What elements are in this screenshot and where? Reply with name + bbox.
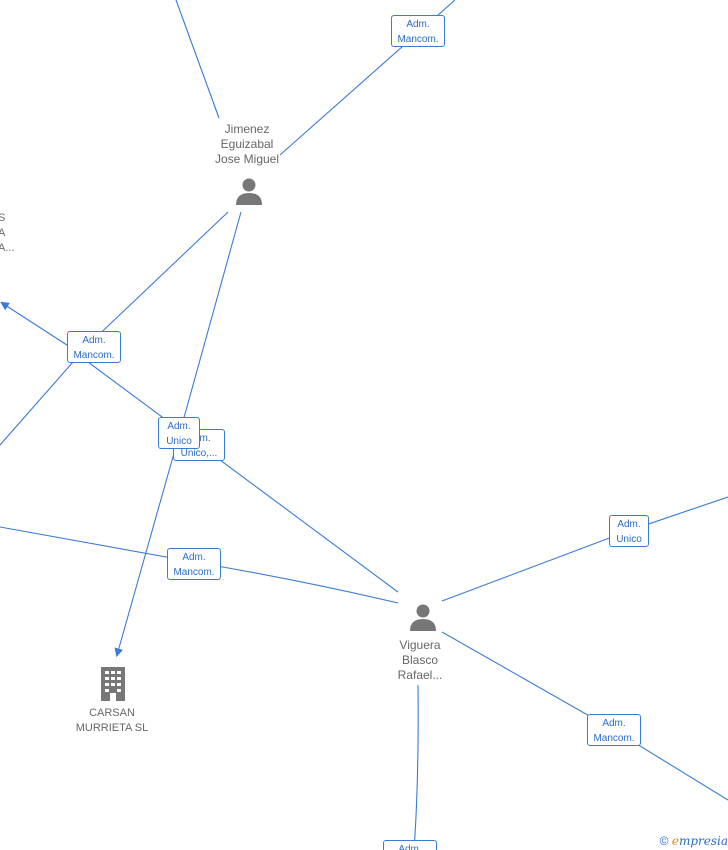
role-label-line: Unico bbox=[616, 534, 642, 545]
edge bbox=[87, 361, 399, 593]
building-icon[interactable] bbox=[97, 666, 129, 702]
role-label-line: Adm. bbox=[602, 718, 626, 729]
copyright-icon: © bbox=[659, 834, 669, 848]
edge bbox=[193, 561, 399, 604]
role-label-line: Mancom. bbox=[73, 350, 115, 361]
role-label-line: Adm. bbox=[406, 19, 430, 30]
role-badge[interactable]: Adm. Unico bbox=[609, 515, 649, 547]
role-label-line: Adm. bbox=[617, 519, 641, 530]
node-name-line: Eguizabal bbox=[220, 137, 274, 151]
role-label-line: Unico bbox=[166, 436, 192, 447]
brand-watermark: © empresia bbox=[660, 834, 728, 848]
node-name-line: S bbox=[0, 212, 6, 224]
role-badge[interactable]: Adm. Mancom. bbox=[587, 714, 641, 746]
brand-logo-text: mpresia bbox=[678, 834, 728, 848]
edge bbox=[87, 211, 229, 346]
role-label-line: Adm. bbox=[82, 335, 106, 346]
edge bbox=[413, 684, 419, 850]
role-label-line: Mancom. bbox=[397, 34, 439, 45]
person-node-label[interactable]: Jimenez Eguizabal Jose Miguel bbox=[205, 122, 289, 167]
person-icon[interactable] bbox=[408, 602, 438, 632]
edge-arrow bbox=[0, 301, 71, 348]
node-name-line: MURRIETA SL bbox=[75, 722, 149, 734]
node-name-line: A... bbox=[0, 242, 15, 254]
node-name-line: Blasco bbox=[401, 653, 439, 667]
edge bbox=[441, 631, 615, 731]
offscreen-node-label[interactable]: S A A... bbox=[0, 211, 15, 256]
person-icon[interactable] bbox=[234, 176, 264, 206]
role-badge[interactable]: Adm. Unico bbox=[158, 417, 200, 449]
person-node-label[interactable]: Viguera Blasco Rafael... bbox=[380, 638, 460, 683]
role-badge[interactable]: Adm. bbox=[383, 840, 437, 850]
role-badge[interactable]: Adm. Mancom. bbox=[391, 15, 445, 47]
node-name-line: Jose Miguel bbox=[214, 152, 280, 166]
company-node-label[interactable]: CARSAN MURRIETA SL bbox=[66, 706, 158, 736]
edge bbox=[0, 526, 195, 563]
edge-arrow bbox=[114, 431, 181, 658]
role-label-line: Mancom. bbox=[173, 567, 215, 578]
role-label-line: Adm. bbox=[182, 552, 206, 563]
role-label-line: Adm. bbox=[167, 421, 191, 432]
role-label-line: Adm. bbox=[398, 844, 422, 850]
node-name-line: Rafael... bbox=[397, 668, 443, 682]
edge bbox=[441, 530, 629, 602]
node-name-line: CARSAN bbox=[89, 707, 135, 719]
node-name-line: A bbox=[0, 227, 6, 239]
edge bbox=[179, 211, 242, 433]
role-badge[interactable]: Adm. Mancom. bbox=[167, 548, 221, 580]
edge bbox=[175, 0, 220, 119]
node-name-line: Jimenez bbox=[224, 122, 270, 136]
role-badge[interactable]: Adm. Mancom. bbox=[67, 331, 121, 363]
node-name-line: Viguera bbox=[399, 638, 441, 652]
role-label-line: Mancom. bbox=[593, 733, 635, 744]
role-label-line: Unico,... bbox=[180, 448, 218, 459]
brand-logo-e: e bbox=[671, 834, 679, 848]
